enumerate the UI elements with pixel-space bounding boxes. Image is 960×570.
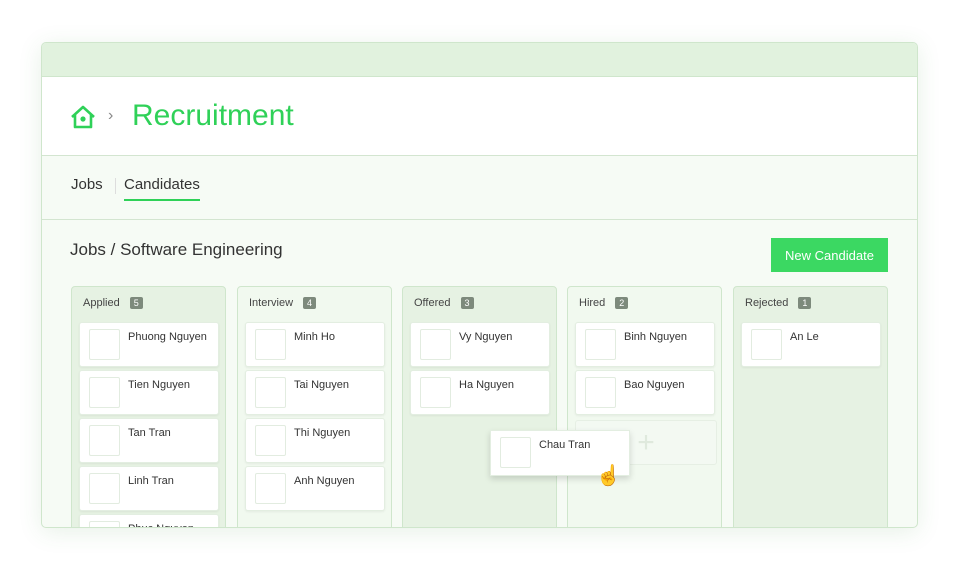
count-badge: 1 bbox=[798, 297, 812, 309]
candidate-name: Phuong Nguyen bbox=[128, 331, 207, 343]
avatar bbox=[89, 377, 120, 408]
avatar bbox=[89, 329, 120, 360]
candidate-name: Vy Nguyen bbox=[459, 331, 513, 343]
candidate-name: Tan Tran bbox=[128, 427, 171, 439]
app-window: › Recruitment Jobs Candidates Jobs / Sof… bbox=[41, 42, 918, 528]
candidate-name: Tien Nguyen bbox=[128, 379, 190, 391]
candidate-name: Chau Tran bbox=[539, 439, 591, 451]
avatar bbox=[255, 377, 286, 408]
tab-jobs[interactable]: Jobs bbox=[71, 176, 103, 193]
candidate-name: Linh Tran bbox=[128, 475, 174, 487]
avatar bbox=[585, 329, 616, 360]
candidate-card[interactable]: Phuong Nguyen bbox=[79, 322, 219, 367]
avatar bbox=[255, 329, 286, 360]
tab-candidates[interactable]: Candidates bbox=[124, 176, 200, 201]
column-offered: Offered 3 Vy Nguyen Ha Nguyen bbox=[402, 286, 557, 527]
count-badge: 2 bbox=[615, 297, 629, 309]
candidate-name: Thi Nguyen bbox=[294, 427, 351, 439]
candidate-name: Bao Nguyen bbox=[624, 379, 685, 391]
column-header: Hired 2 bbox=[579, 297, 629, 309]
avatar bbox=[255, 473, 286, 504]
column-header: Offered 3 bbox=[414, 297, 474, 309]
avatar bbox=[420, 329, 451, 360]
avatar bbox=[89, 425, 120, 456]
page-header: › Recruitment bbox=[42, 77, 917, 156]
count-badge: 4 bbox=[303, 297, 317, 309]
candidate-card[interactable]: Bao Nguyen bbox=[575, 370, 715, 415]
column-header: Rejected 1 bbox=[745, 297, 812, 309]
avatar bbox=[751, 329, 782, 360]
avatar bbox=[89, 473, 120, 504]
candidate-name: Anh Nguyen bbox=[294, 475, 355, 487]
avatar bbox=[255, 425, 286, 456]
candidate-name: Ha Nguyen bbox=[459, 379, 515, 391]
candidate-card[interactable]: Vy Nguyen bbox=[410, 322, 550, 367]
avatar bbox=[420, 377, 451, 408]
candidate-card[interactable]: Minh Ho bbox=[245, 322, 385, 367]
job-breadcrumb: Jobs / Software Engineering bbox=[70, 240, 283, 259]
tab-bar: Jobs Candidates bbox=[42, 156, 917, 220]
candidate-card[interactable]: Binh Nguyen bbox=[575, 322, 715, 367]
candidate-card[interactable]: Tai Nguyen bbox=[245, 370, 385, 415]
avatar bbox=[585, 377, 616, 408]
new-candidate-button[interactable]: New Candidate bbox=[771, 238, 888, 272]
candidate-name: Phuc Nguyen bbox=[128, 523, 194, 527]
candidate-card[interactable]: Ha Nguyen bbox=[410, 370, 550, 415]
home-icon[interactable] bbox=[70, 105, 96, 129]
page-title: Recruitment bbox=[132, 99, 294, 132]
column-header: Interview 4 bbox=[249, 297, 317, 309]
candidate-card[interactable]: Thi Nguyen bbox=[245, 418, 385, 463]
breadcrumb-chevron-icon: › bbox=[108, 107, 114, 124]
column-title: Applied bbox=[83, 297, 120, 309]
candidate-name: Tai Nguyen bbox=[294, 379, 350, 391]
candidate-card[interactable]: Anh Nguyen bbox=[245, 466, 385, 511]
column-header: Applied 5 bbox=[83, 297, 143, 309]
candidate-card[interactable]: Phuc Nguyen bbox=[79, 514, 219, 527]
column-title: Interview bbox=[249, 297, 294, 309]
dragging-candidate-card[interactable]: Chau Tran bbox=[490, 430, 630, 476]
candidate-name: Binh Nguyen bbox=[624, 331, 687, 343]
avatar bbox=[500, 437, 531, 468]
window-top-bar bbox=[42, 43, 917, 77]
tab-divider bbox=[115, 178, 116, 194]
candidate-name: Minh Ho bbox=[294, 331, 335, 343]
column-title: Rejected bbox=[745, 297, 789, 309]
avatar bbox=[89, 521, 120, 527]
column-rejected: Rejected 1 An Le bbox=[733, 286, 888, 527]
grab-cursor-icon: ☝ bbox=[596, 465, 621, 487]
count-badge: 3 bbox=[460, 297, 474, 309]
column-title: Offered bbox=[414, 297, 451, 309]
count-badge: 5 bbox=[129, 297, 143, 309]
candidate-card[interactable]: An Le bbox=[741, 322, 881, 367]
column-title: Hired bbox=[579, 297, 606, 309]
candidate-name: An Le bbox=[790, 331, 819, 343]
candidate-card[interactable]: Linh Tran bbox=[79, 466, 219, 511]
candidate-card[interactable]: Tan Tran bbox=[79, 418, 219, 463]
plus-icon: + bbox=[637, 426, 655, 459]
candidate-card[interactable]: Tien Nguyen bbox=[79, 370, 219, 415]
